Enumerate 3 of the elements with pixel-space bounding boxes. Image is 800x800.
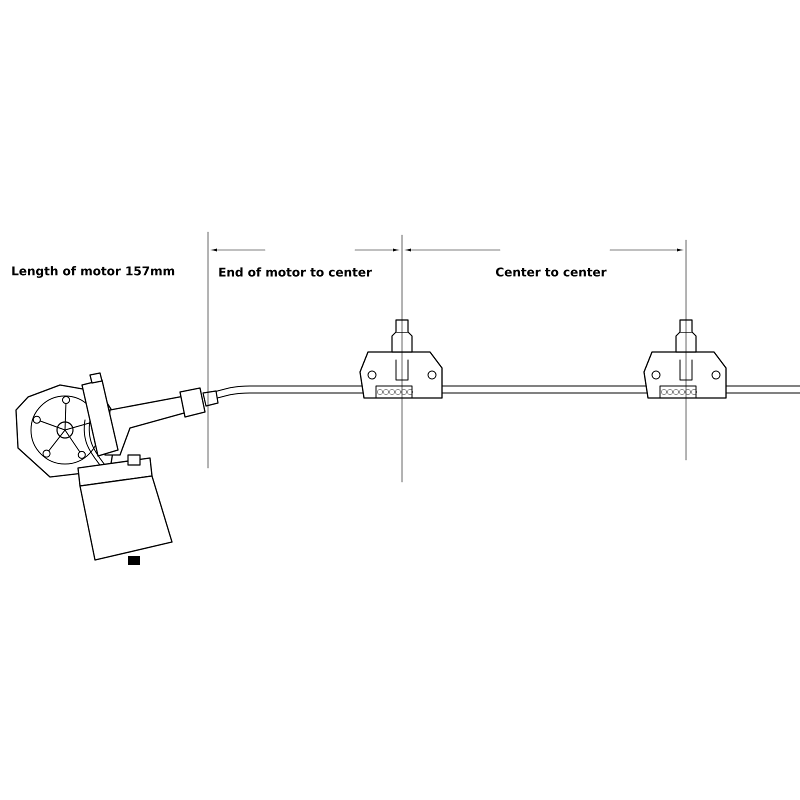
dimension-label: Center to center [496,267,607,277]
dimension-label: End of motor to center [219,267,372,277]
dimension-label: Length of motor 157mm [12,266,174,278]
